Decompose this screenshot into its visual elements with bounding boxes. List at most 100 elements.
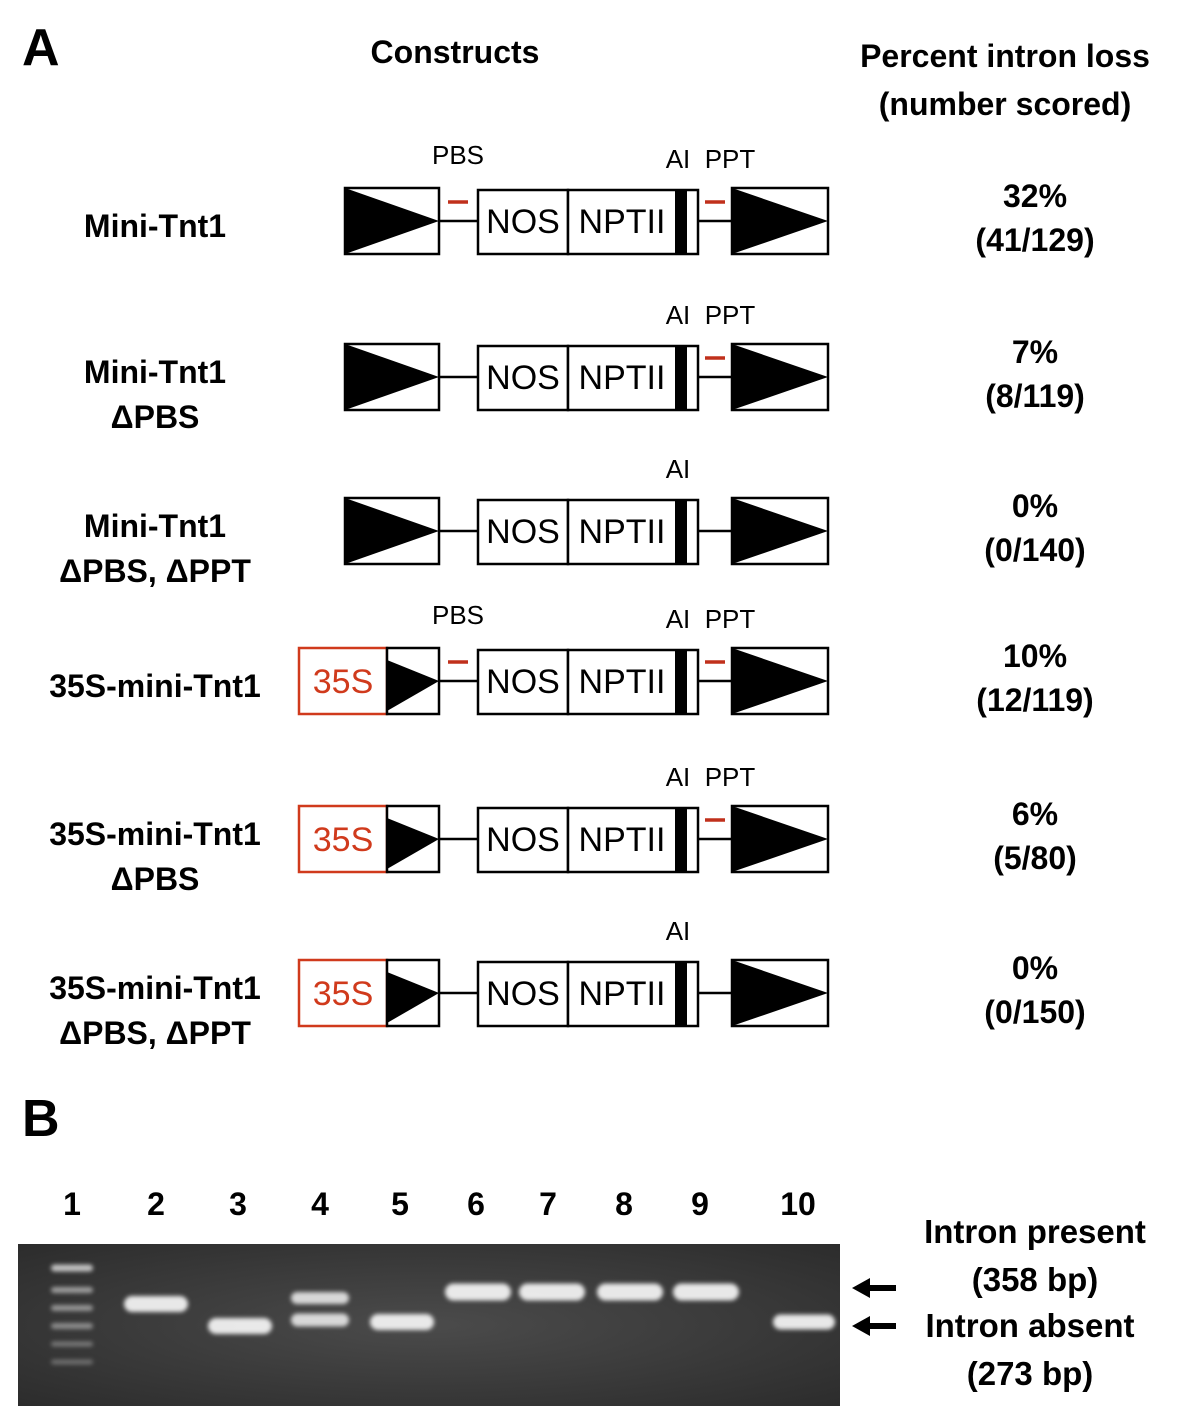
gel-band	[370, 1314, 434, 1330]
gel-band	[291, 1313, 349, 1327]
construct-name-line2: ΔPBS	[110, 399, 200, 435]
promoter-label: 35S	[313, 821, 374, 859]
ltr-left-arrow	[345, 498, 439, 564]
percent-intron-loss: 0%	[1011, 950, 1059, 986]
intron-loss-result: 10%(12/119)	[940, 634, 1130, 722]
number-scored: (41/129)	[975, 222, 1095, 258]
nos-box	[476, 648, 570, 716]
intron-loss-result: 32% (41/129)	[940, 174, 1130, 262]
nos-box	[476, 806, 570, 874]
ai-label: AI	[666, 454, 691, 484]
nos-label: NOS	[486, 359, 560, 397]
promoter-box	[297, 646, 389, 716]
lane-number: 2	[147, 1186, 165, 1222]
nos-box	[476, 188, 570, 256]
number-scored: (5/80)	[993, 840, 1077, 876]
ai-label: AI	[666, 300, 691, 330]
ppt-label: PPT	[705, 762, 756, 792]
percent-intron-loss: 7%	[1011, 334, 1059, 370]
construct-name-line2: ΔPBS	[110, 861, 200, 897]
ltr-right-arrow	[732, 806, 828, 872]
ppt-label: PPT	[705, 144, 756, 174]
construct-name-line2: ΔPBS, ΔPPT	[59, 553, 251, 589]
ai-intron-bar	[675, 190, 687, 254]
gel-band	[208, 1318, 272, 1334]
agarose-gel-image	[18, 1244, 840, 1406]
result-header-line2: (number scored)	[878, 86, 1132, 122]
nos-box	[476, 960, 570, 1028]
nptii-label: NPTII	[579, 975, 666, 1013]
gel-band	[519, 1283, 585, 1301]
construct-name-line1: 35S-mini-Tnt1	[49, 970, 261, 1006]
ltr-left-arrow	[345, 344, 439, 410]
ltr-right-arrow	[732, 344, 828, 410]
promoter-label: 35S	[313, 663, 374, 701]
panel-b-letter: B	[22, 1090, 60, 1148]
ai-intron-bar	[675, 808, 687, 872]
intron-loss-result: 0% (0/140)	[940, 484, 1130, 572]
ltr-left-arrow	[387, 660, 439, 711]
gel-band	[51, 1359, 93, 1365]
lane-number: 7	[539, 1186, 557, 1222]
intron-absent-arrow	[852, 1316, 896, 1336]
ltr-right-arrow	[732, 188, 828, 254]
gel-band	[51, 1264, 93, 1272]
ai-label: AI	[666, 916, 691, 946]
nptii-label: NPTII	[579, 359, 666, 397]
intron-present-arrow	[852, 1278, 896, 1298]
panel-a-letter: A	[22, 19, 60, 77]
lane-number: 3	[229, 1186, 247, 1222]
intron-absent-size: (273 bp)	[966, 1355, 1094, 1392]
lane-number: 9	[691, 1186, 709, 1222]
ai-label: AI	[666, 762, 691, 792]
construct-name-line1: 35S-mini-Tnt1	[49, 816, 261, 852]
intron-loss-result: 0% (0/150)	[940, 946, 1130, 1034]
nos-label: NOS	[486, 663, 560, 701]
nptii-label: NPTII	[579, 513, 666, 551]
nptii-label: NPTII	[579, 203, 666, 241]
ai-intron-bar	[675, 500, 687, 564]
intron-present-label: Intron present	[924, 1213, 1146, 1250]
construct-name-line1: Mini-Tnt1	[83, 508, 227, 544]
lane-number: 6	[467, 1186, 485, 1222]
nos-box	[476, 344, 570, 412]
number-scored: (12/119)	[976, 682, 1094, 718]
ai-label: AI	[666, 144, 691, 174]
nos-box	[476, 498, 570, 566]
percent-intron-loss: 0%	[1011, 488, 1059, 524]
gel-band	[124, 1296, 188, 1312]
gel-band	[51, 1341, 93, 1347]
ppt-label: PPT	[705, 604, 756, 634]
ppt-label: PPT	[705, 300, 756, 330]
ltr-left-arrow	[387, 972, 439, 1023]
gel-band	[597, 1283, 663, 1301]
construct-name: Mini-Tnt1	[20, 204, 290, 249]
number-scored: (0/150)	[984, 994, 1086, 1030]
ltr-left-arrow	[387, 818, 439, 869]
gel-band	[773, 1314, 835, 1330]
constructs-header: Constructs	[370, 34, 540, 70]
percent-intron-loss: 6%	[1011, 796, 1059, 832]
intron-absent-label: Intron absent	[925, 1307, 1135, 1344]
gel-band	[51, 1323, 93, 1329]
percent-intron-loss: 32%	[1002, 178, 1068, 214]
nos-label: NOS	[486, 513, 560, 551]
ai-intron-bar	[675, 650, 687, 714]
gel-band	[673, 1283, 739, 1301]
nptii-label: NPTII	[579, 821, 666, 859]
construct-name-line1: Mini-Tnt1	[83, 208, 227, 244]
ltr-left-arrow	[345, 188, 439, 254]
lane-number: 1	[63, 1186, 81, 1222]
pbs-label: PBS	[432, 140, 484, 170]
ai-label: AI	[666, 604, 691, 634]
number-scored: (0/140)	[984, 532, 1086, 568]
